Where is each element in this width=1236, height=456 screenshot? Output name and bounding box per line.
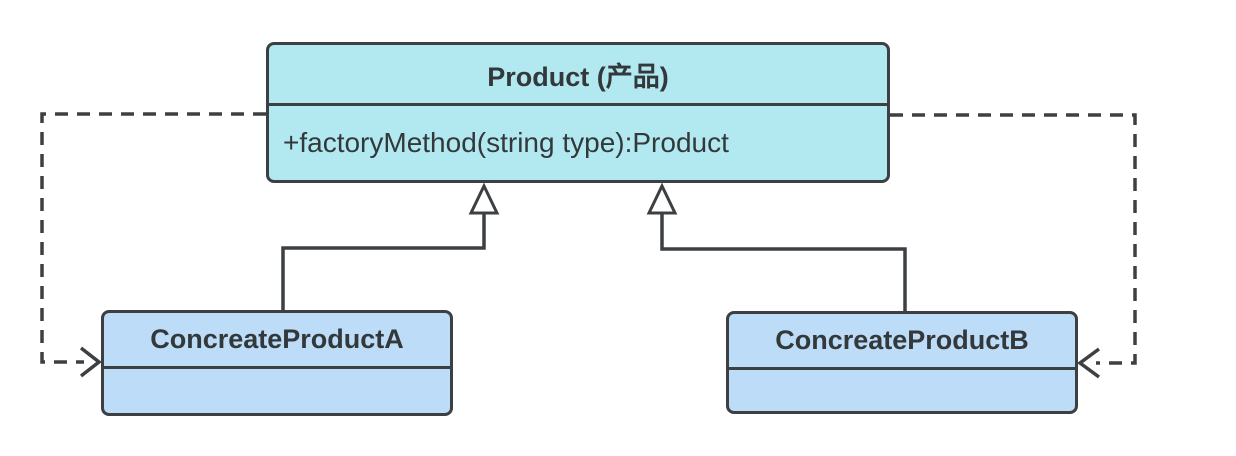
class-method-product: +factoryMethod(string type):Product (283, 127, 729, 158)
class-name-product: Product (产品) (269, 45, 887, 106)
dependency-open-arrow-icon-b (1077, 347, 1101, 379)
class-name-concrete-product-a: ConcreateProductA (104, 313, 450, 369)
class-box-product: Product (产品) +factoryMethod(string type)… (266, 42, 890, 183)
inheritance-line-b (660, 212, 907, 311)
dependency-line-a (40, 112, 266, 364)
inheritance-line-a (281, 212, 486, 310)
dependency-open-arrow-icon-a (79, 346, 102, 378)
dependency-line-b (890, 113, 1137, 365)
class-box-concrete-product-b: ConcreateProductB (726, 311, 1078, 414)
inheritance-triangle-icon-a (468, 182, 500, 215)
class-body-concrete-product-b (729, 370, 1075, 411)
inheritance-triangle-icon-b (646, 182, 678, 215)
class-body-concrete-product-a (104, 369, 450, 413)
class-name-concrete-product-b: ConcreateProductB (729, 314, 1075, 370)
class-box-concrete-product-a: ConcreateProductA (101, 310, 453, 416)
